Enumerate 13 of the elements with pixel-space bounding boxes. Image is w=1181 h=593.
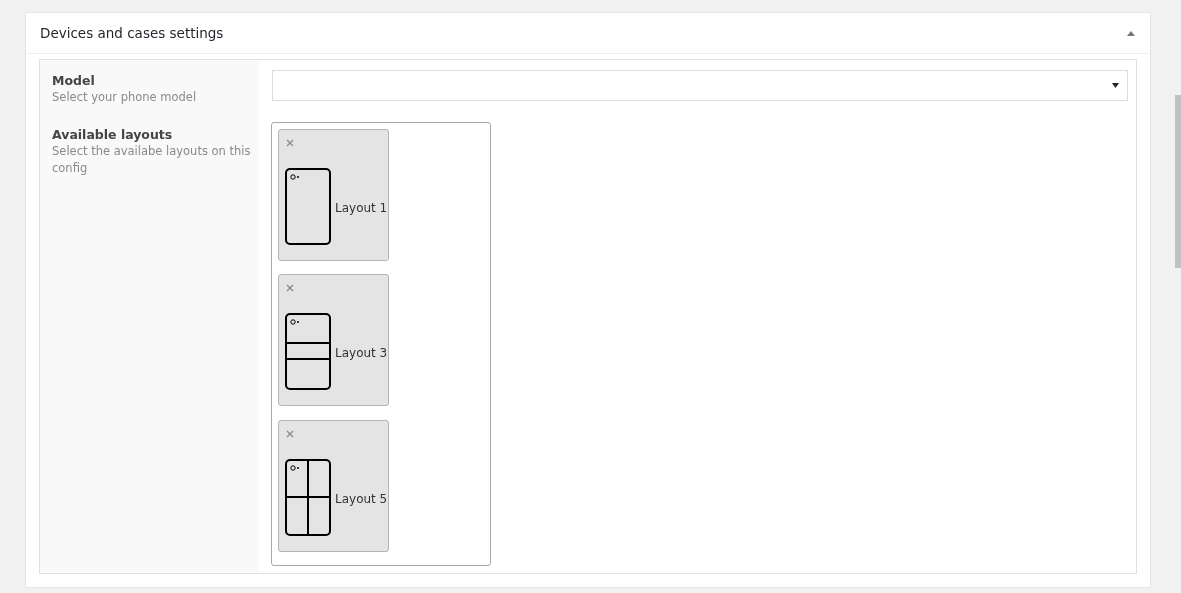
field-label: Available layouts <box>52 126 174 143</box>
field-label: Model <box>52 72 96 89</box>
layout-name: Layout 3 <box>335 346 388 360</box>
field-description: Select the availabe layouts on this config <box>52 143 252 177</box>
field-description: Select your phone model <box>52 89 198 106</box>
select-field <box>272 70 1128 101</box>
layout-card <box>278 420 389 552</box>
layout-name: Layout 1 <box>335 201 388 215</box>
panel-title: Devices and cases settings <box>40 25 224 41</box>
layout-name: Layout 5 <box>335 492 388 506</box>
layout-card <box>278 274 389 406</box>
layout-list-panel <box>271 122 491 566</box>
layout-card <box>278 129 389 261</box>
